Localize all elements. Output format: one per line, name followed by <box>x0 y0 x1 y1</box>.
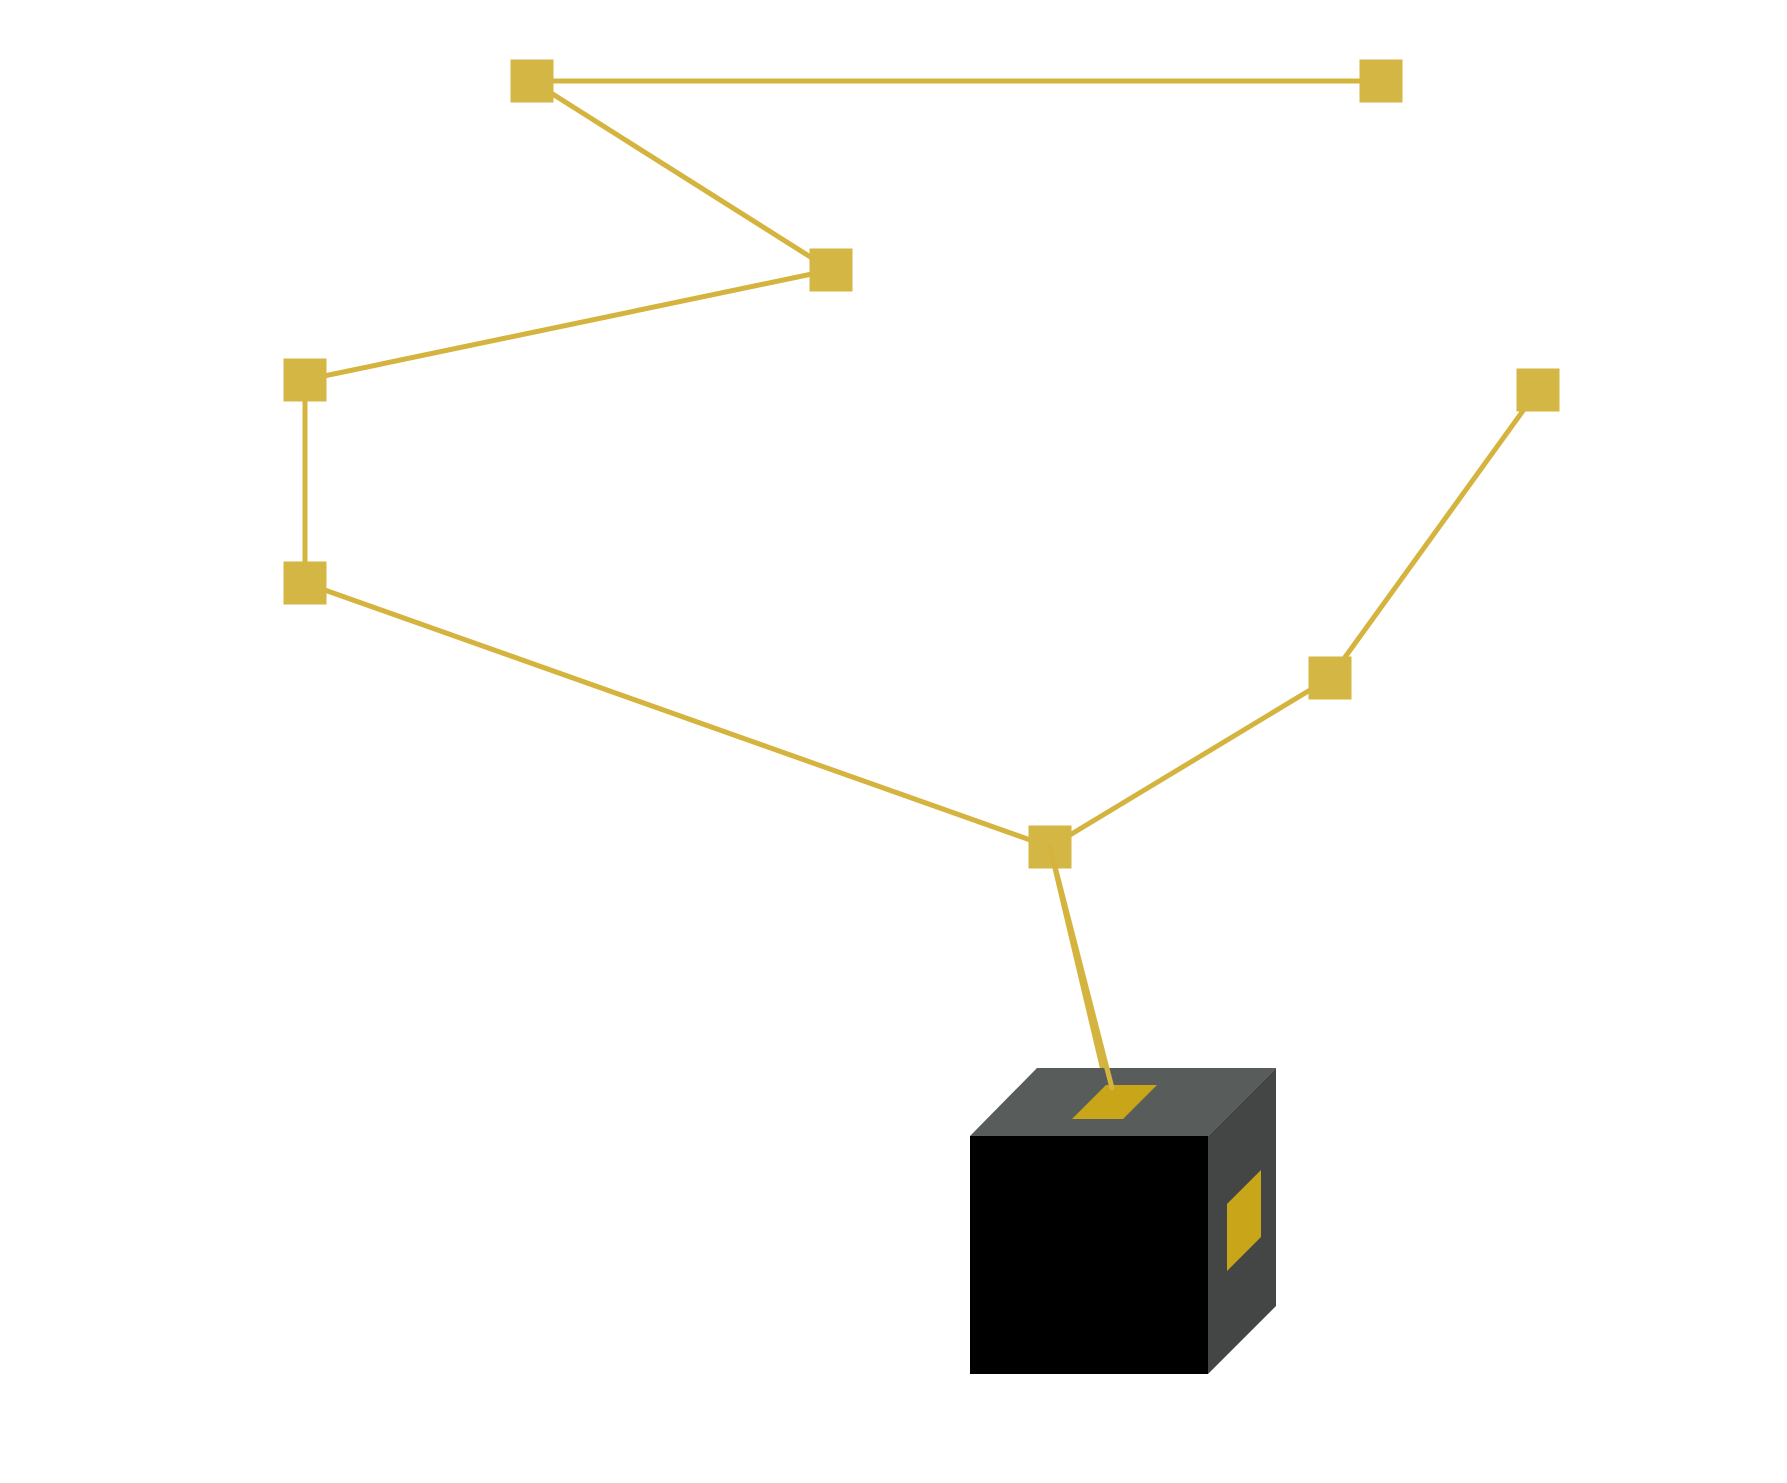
path-node-7[interactable] <box>1308 656 1352 700</box>
path-layer <box>302 78 1541 1103</box>
path-node-4[interactable] <box>283 358 327 402</box>
path-node-3[interactable] <box>809 248 853 292</box>
path-node-2[interactable] <box>1359 59 1403 103</box>
cube-front-face <box>970 1136 1208 1374</box>
path-segment-5 <box>302 580 1053 850</box>
node-layer <box>283 59 1560 869</box>
path-segment-7 <box>1327 387 1541 681</box>
cube-top-marker <box>1072 1085 1157 1119</box>
path-node-8[interactable] <box>1516 368 1560 412</box>
cube-player[interactable] <box>970 844 1276 1374</box>
path-segment-2 <box>529 78 834 273</box>
cube-tether <box>1047 844 1115 1091</box>
path-node-5[interactable] <box>283 561 327 605</box>
path-segment-3 <box>302 267 834 383</box>
cube-side-marker <box>1227 1170 1261 1271</box>
path-segment-6 <box>1047 675 1333 850</box>
path-node-1[interactable] <box>510 59 554 103</box>
